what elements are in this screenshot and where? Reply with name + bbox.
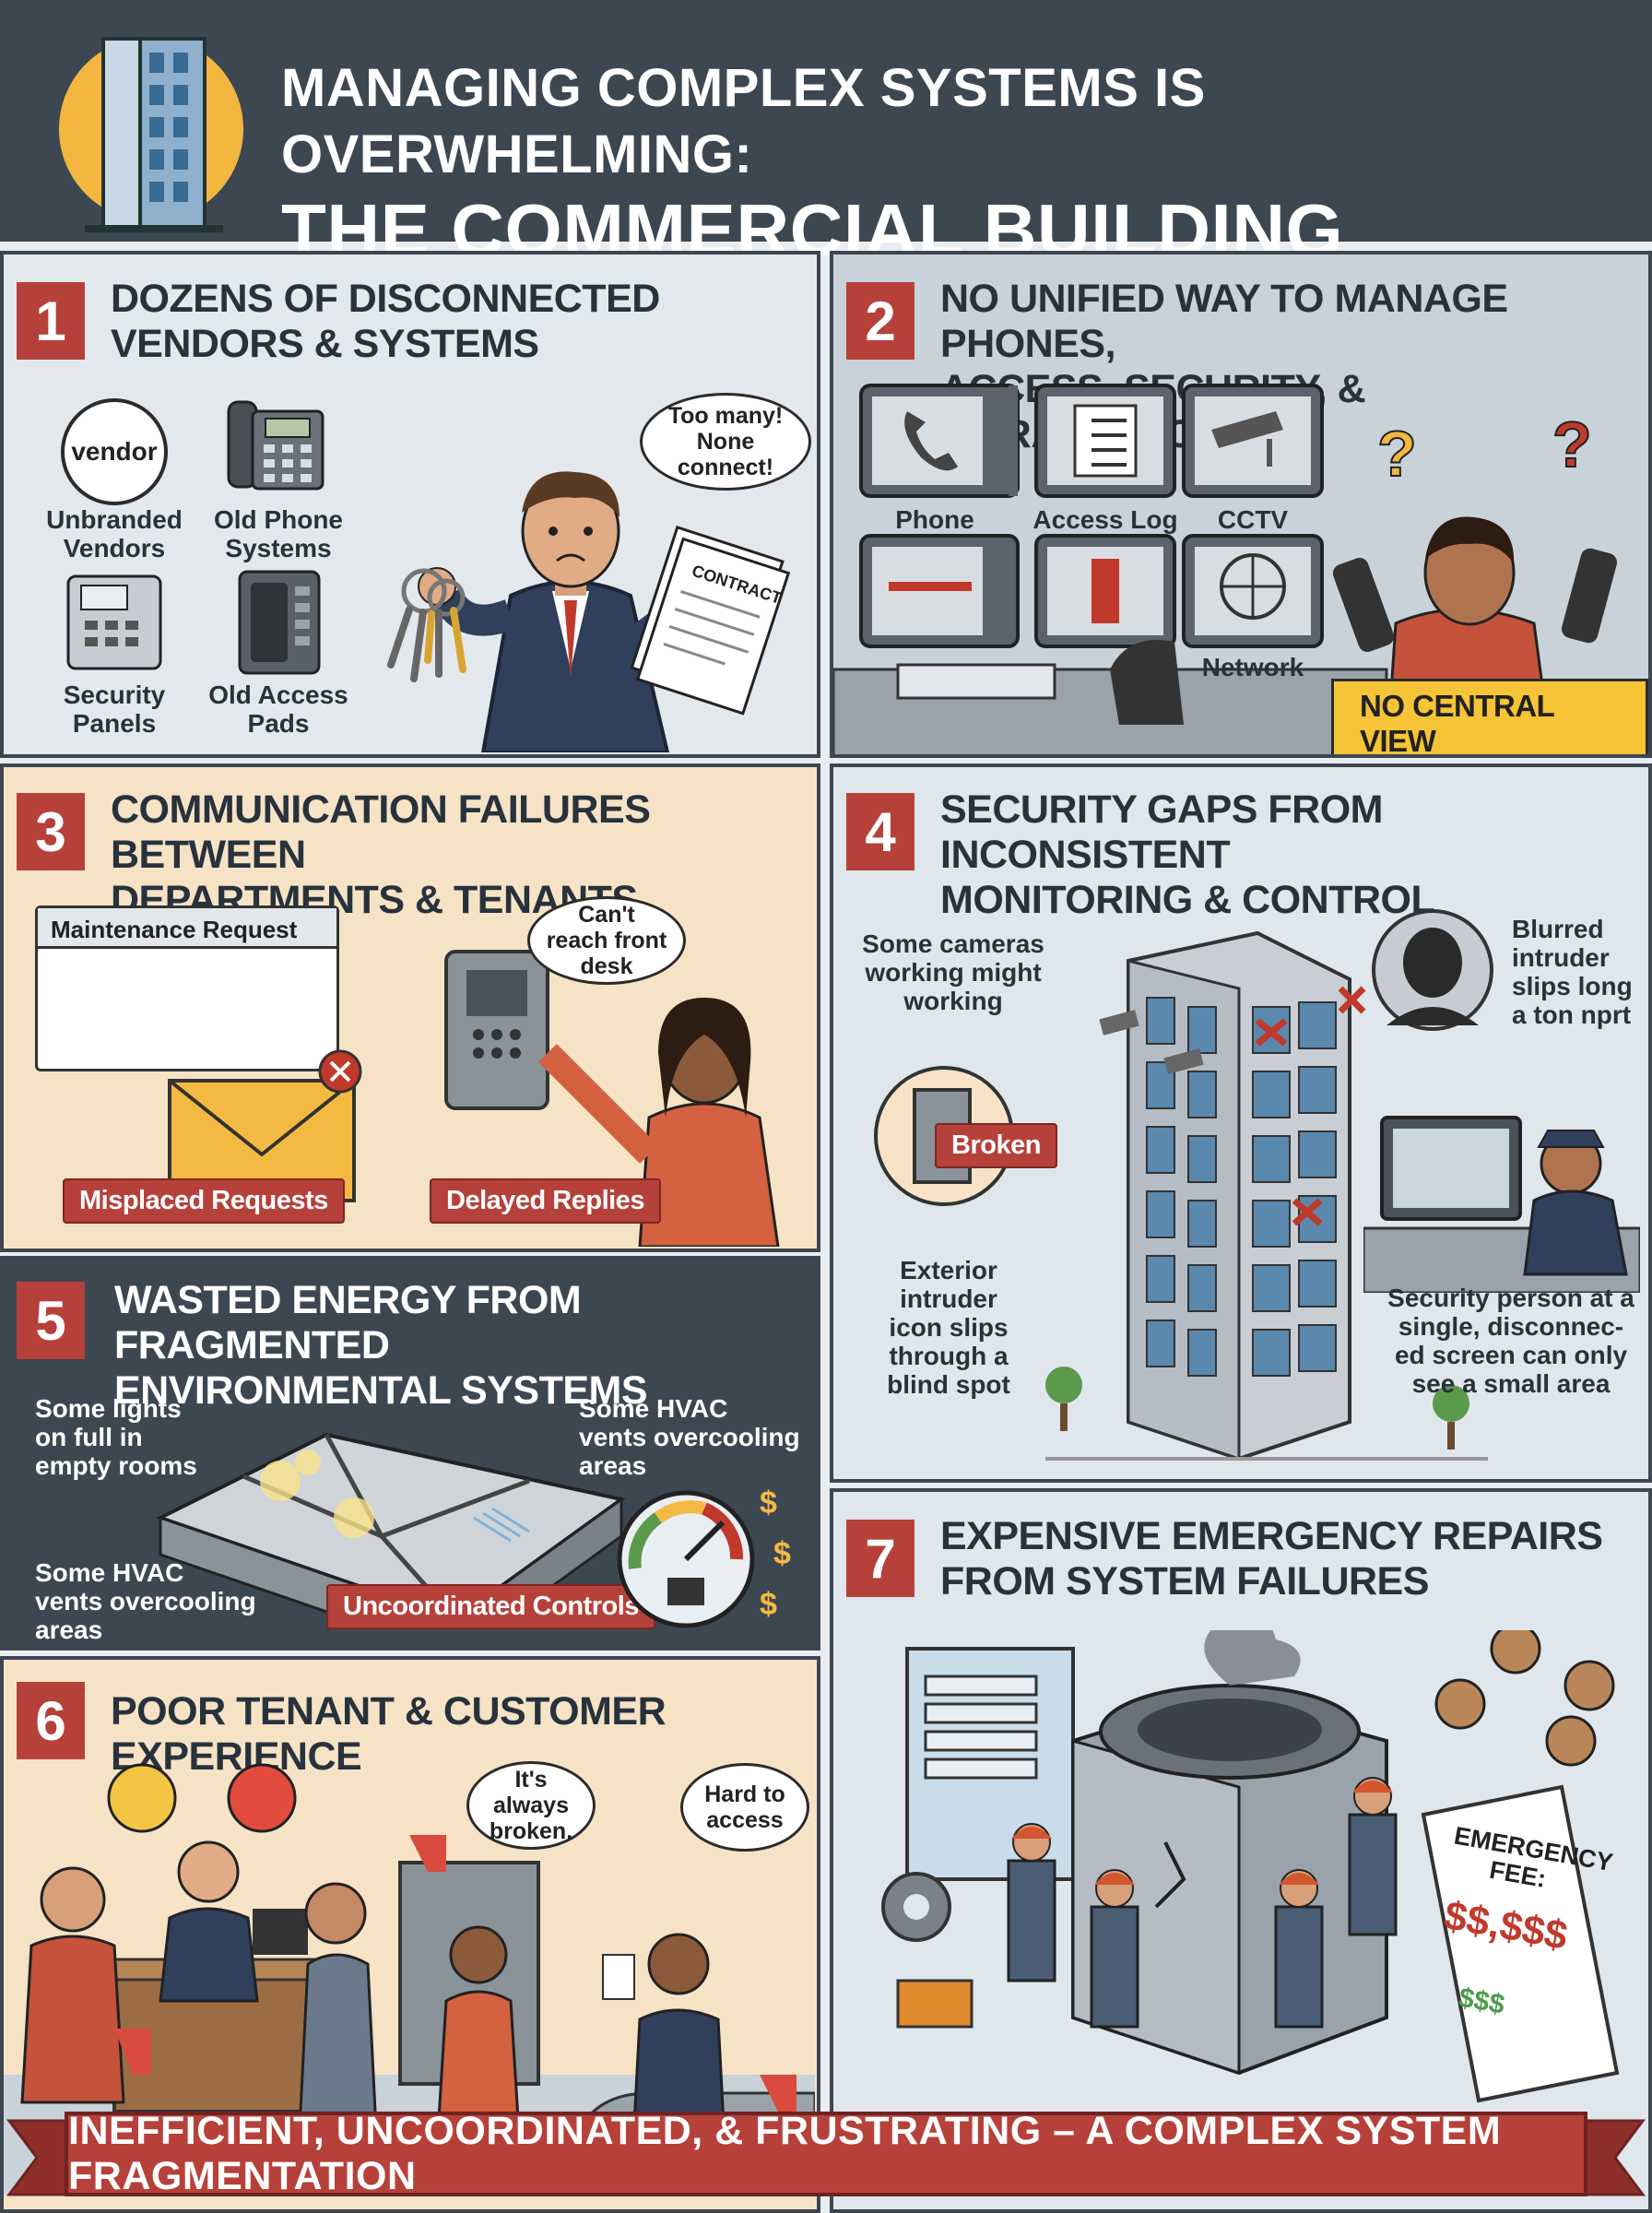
footer-banner: INEFFICIENT, UNCOORDINATED, & FRUSTRATIN… xyxy=(65,2109,1587,2198)
exterior-intruder-label: Exterior intruder icon slips through a b… xyxy=(887,1256,1010,1399)
footer-ribbon-ends xyxy=(6,2119,1646,2196)
panel-1: 1 DOZENS OF DISCONNECTED VENDORS & SYSTE… xyxy=(0,251,820,758)
money-bag-icon xyxy=(1434,1678,1486,1730)
item-label: Unbranded Vendors xyxy=(46,505,183,562)
monitor-label: Access Log xyxy=(1032,505,1178,534)
remote-icon xyxy=(1561,548,1618,644)
panel-title: SECURITY GAPS FROM INCONSISTENT MONITORI… xyxy=(940,787,1435,922)
tower-illustration xyxy=(1045,930,1488,1462)
no-central-view-banner: NO CENTRAL VIEW xyxy=(1331,679,1648,754)
blurred-intruder-label: Blurred intruder slips long a ton nprt xyxy=(1512,915,1633,1029)
panel-7: 7 EXPENSIVE EMERGENCY REPAIRS FROM SYSTE… xyxy=(830,1488,1652,2213)
intercom-illustration xyxy=(444,950,780,1247)
repair-illustration xyxy=(881,1630,1620,2103)
panel-number: 5 xyxy=(17,1282,85,1359)
blurred-intruder-icon xyxy=(1372,909,1493,1031)
uncoordinated-controls-tag: Uncoordinated Controls xyxy=(326,1584,655,1629)
delayed-replies-tag: Delayed Replies xyxy=(430,1178,661,1224)
panel-3: 3 COMMUNICATION FAILURES BETWEEN DEPARTM… xyxy=(0,763,820,1252)
toolbox-icon xyxy=(896,1979,974,2029)
vendor-icon: vendor xyxy=(61,398,168,505)
monitor-label: Phone xyxy=(895,505,974,534)
security-guard-illustration xyxy=(1363,1116,1640,1293)
cameras-label: Some cameras working might working xyxy=(862,929,1044,1015)
question-mark-icon: ? xyxy=(1552,408,1592,480)
security-person-label: Security person at a single, disconnec-e… xyxy=(1387,1284,1634,1398)
angry-face-icon xyxy=(227,1763,297,1833)
maintenance-window: Maintenance Request xyxy=(35,905,339,1071)
building-icon xyxy=(59,37,243,232)
thumbs-down-icon xyxy=(409,1835,446,1872)
sad-face-icon xyxy=(107,1763,177,1833)
panel-title: DOZENS OF DISCONNECTED VENDORS & SYSTEMS xyxy=(111,277,660,366)
panel-number: 3 xyxy=(17,793,85,870)
monitor-label: Network xyxy=(1201,653,1304,681)
panel-number: 4 xyxy=(846,793,914,870)
window-title: Maintenance Request xyxy=(38,908,336,949)
panel-4: 4 SECURITY GAPS FROM INCONSISTENT MONITO… xyxy=(830,763,1652,1483)
hvac-bottom-label: Some HVAC vents overcooling areas xyxy=(35,1558,256,1644)
panel-number: 2 xyxy=(846,282,914,360)
cctv-icon xyxy=(1211,411,1283,448)
panel-title: WASTED ENERGY FROM FRAGMENTED ENVIRONMEN… xyxy=(114,1278,648,1413)
panel-title: EXPENSIVE EMERGENCY REPAIRS FROM SYSTEM … xyxy=(940,1514,1603,1604)
thumbs-down-icon xyxy=(114,2029,151,2075)
access-pad-icon xyxy=(238,570,321,675)
title-line-1: MANAGING COMPLEX SYSTEMS IS OVERWHELMING… xyxy=(281,58,1206,184)
energy-gauge-icon: $ $ $ xyxy=(617,1485,791,1628)
dollar-icon: $ xyxy=(760,1485,777,1521)
security-panel-icon xyxy=(66,574,162,670)
panel-5: 5 WASTED ENERGY FROM FRAGMENTED ENVIRONM… xyxy=(0,1256,820,1651)
money-bag-icon xyxy=(1490,1630,1541,1675)
speech-bubble: Too many! None connect! xyxy=(640,393,811,491)
speech-bubble: Can't reach front desk xyxy=(527,896,686,985)
remote-icon xyxy=(1332,557,1395,653)
camera-icon xyxy=(1099,1010,1139,1035)
phone-icon xyxy=(227,400,324,491)
panel-2: 2 NO UNIFIED WAY TO MANAGE PHONES, ACCES… xyxy=(830,251,1652,758)
monitor-label: CCTV xyxy=(1217,505,1289,534)
question-mark-icon: ? xyxy=(1377,418,1417,490)
businessman-illustration: CONTRACT xyxy=(387,471,791,752)
panel-number: 1 xyxy=(17,282,85,360)
dollar-icon: $ xyxy=(773,1536,791,1571)
item-label: Old Phone Systems xyxy=(214,505,343,562)
speech-bubble: It's always broken. xyxy=(466,1761,596,1850)
camera-icon xyxy=(1163,1048,1204,1074)
hvac-top-label: Some HVAC vents overcooling areas xyxy=(579,1394,800,1480)
header: MANAGING COMPLEX SYSTEMS IS OVERWHELMING… xyxy=(0,0,1652,356)
item-label: Old Access Pads xyxy=(208,680,348,738)
phone-handset-icon xyxy=(904,411,958,471)
money-bag-icon xyxy=(1545,1715,1597,1767)
lights-label: Some lights on full in empty rooms xyxy=(35,1394,197,1480)
panel-title: COMMUNICATION FAILURES BETWEEN DEPARTMEN… xyxy=(111,787,651,922)
dollar-icon: $ xyxy=(760,1587,777,1622)
misplaced-requests-tag: Misplaced Requests xyxy=(63,1178,345,1224)
thumbs-down-icon xyxy=(760,2075,796,2112)
speech-bubble: Hard to access xyxy=(680,1763,809,1852)
item-label: Security Panels xyxy=(63,680,166,738)
panel-number: 7 xyxy=(846,1520,914,1597)
broken-tag: Broken xyxy=(935,1123,1057,1168)
panel-number: 6 xyxy=(17,1682,85,1759)
money-bag-icon xyxy=(1564,1660,1615,1711)
